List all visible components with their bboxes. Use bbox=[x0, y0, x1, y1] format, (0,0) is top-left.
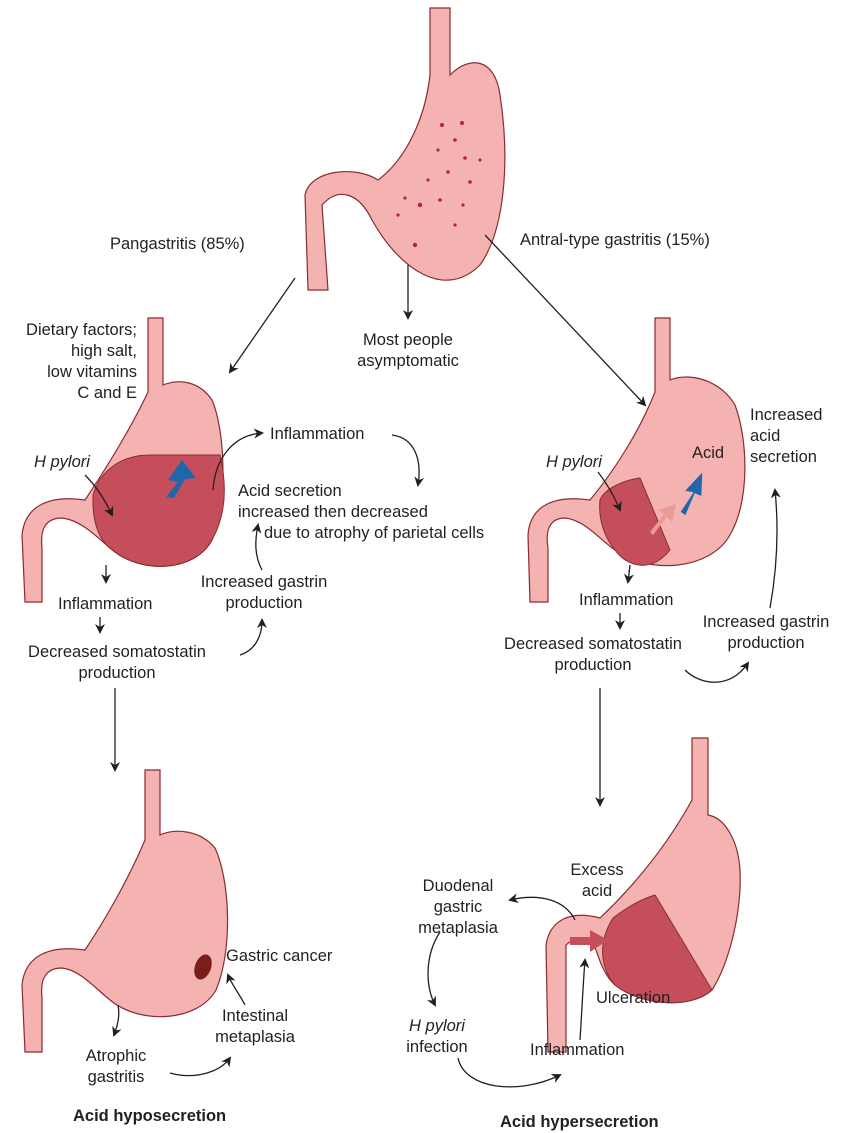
label-duodenal-metaplasia: Duodenal gastric metaplasia bbox=[408, 876, 508, 939]
line-2: infection bbox=[406, 1038, 468, 1056]
stomach-bottom-left bbox=[21, 769, 229, 1053]
label-dietary-factors: Dietary factors; high salt, low vitamins… bbox=[0, 320, 137, 404]
line-1: Dietary factors; bbox=[26, 321, 137, 339]
line-1: H pylori bbox=[409, 1017, 465, 1035]
line-1: Increased bbox=[750, 406, 823, 424]
label-acid-secretion-left: Acid secretion increased then decreased … bbox=[238, 481, 484, 544]
line-2: increased then decreased bbox=[238, 503, 428, 521]
line-1: Acid secretion bbox=[238, 482, 342, 500]
line-1: Excess bbox=[570, 861, 624, 879]
line-4: C and E bbox=[77, 384, 137, 402]
line-2: production bbox=[554, 656, 632, 674]
line-2: acid bbox=[750, 427, 781, 445]
label-decreased-somatostatin-right: Decreased somatostatin production bbox=[490, 634, 696, 676]
line-1: Most people bbox=[363, 331, 453, 349]
line-1: Decreased somatostatin bbox=[504, 635, 682, 653]
label-inflammation-right: Inflammation bbox=[579, 591, 674, 609]
line-2: high salt, bbox=[70, 342, 137, 360]
line-1: Atrophic bbox=[85, 1047, 147, 1065]
stomach-right-middle bbox=[527, 317, 746, 603]
stomach-top bbox=[304, 7, 506, 291]
line-2: gastric bbox=[433, 898, 483, 916]
label-inflammation-left: Inflammation bbox=[58, 595, 153, 613]
label-decreased-somatostatin-left: Decreased somatostatin production bbox=[14, 642, 220, 684]
line-2: production bbox=[78, 664, 156, 682]
title-acid-hyposecretion: Acid hyposecretion bbox=[73, 1107, 227, 1125]
label-gastric-cancer: Gastric cancer bbox=[226, 947, 333, 965]
label-pangastritis: Pangastritis (85%) bbox=[110, 235, 245, 253]
label-increased-acid-secretion: Increased acid secretion bbox=[750, 405, 822, 468]
blue-acid-arrow-in bbox=[680, 472, 703, 516]
stomach-left-middle bbox=[21, 317, 225, 603]
line-1: Increased gastrin bbox=[702, 613, 830, 631]
acid-arrow-out bbox=[650, 504, 676, 535]
excess-acid-arrow bbox=[570, 930, 608, 952]
blue-acid-arrow-up bbox=[166, 460, 196, 498]
label-ulceration: Ulceration bbox=[596, 989, 671, 1007]
label-increased-gastrin-right: Increased gastrin production bbox=[688, 612, 844, 654]
label-h-pylori-left: H pylori bbox=[34, 453, 90, 471]
line-1: Increased gastrin bbox=[200, 573, 328, 591]
label-h-pylori-right: H pylori bbox=[546, 453, 602, 471]
label-increased-gastrin-left: Increased gastrin production bbox=[186, 572, 342, 614]
line-3: due to atrophy of parietal cells bbox=[264, 524, 485, 542]
line-2: production bbox=[225, 594, 303, 612]
label-atrophic-gastritis: Atrophic gastritis bbox=[66, 1046, 166, 1088]
flow-arrows bbox=[84, 234, 781, 1088]
tumor-spot bbox=[194, 954, 212, 980]
label-antral-gastritis: Antral-type gastritis (15%) bbox=[520, 231, 710, 249]
line-3: secretion bbox=[750, 448, 817, 466]
line-2: production bbox=[727, 634, 805, 652]
title-acid-hypersecretion: Acid hypersecretion bbox=[500, 1113, 659, 1131]
label-acid: Acid bbox=[692, 444, 725, 462]
label-inflammation-top: Inflammation bbox=[270, 425, 365, 443]
label-intestinal-metaplasia: Intestinal metaplasia bbox=[200, 1006, 310, 1048]
line-3: low vitamins bbox=[47, 363, 137, 381]
label-most-people: Most people asymptomatic bbox=[342, 330, 474, 372]
line-3: metaplasia bbox=[418, 919, 498, 937]
line-2: metaplasia bbox=[215, 1028, 295, 1046]
mucosal-spots bbox=[396, 121, 482, 248]
line-2: asymptomatic bbox=[357, 352, 459, 370]
label-h-pylori-infection: H pylori infection bbox=[392, 1016, 482, 1058]
line-1: Intestinal bbox=[221, 1007, 289, 1025]
line-1: Decreased somatostatin bbox=[28, 643, 206, 661]
line-2: gastritis bbox=[87, 1068, 145, 1086]
line-1: Duodenal bbox=[422, 877, 494, 895]
line-2: acid bbox=[581, 882, 613, 900]
stomach-bottom-right bbox=[545, 737, 741, 1053]
label-excess-acid: Excess acid bbox=[552, 860, 642, 902]
label-inflammation-bottom: Inflammation bbox=[530, 1041, 625, 1059]
